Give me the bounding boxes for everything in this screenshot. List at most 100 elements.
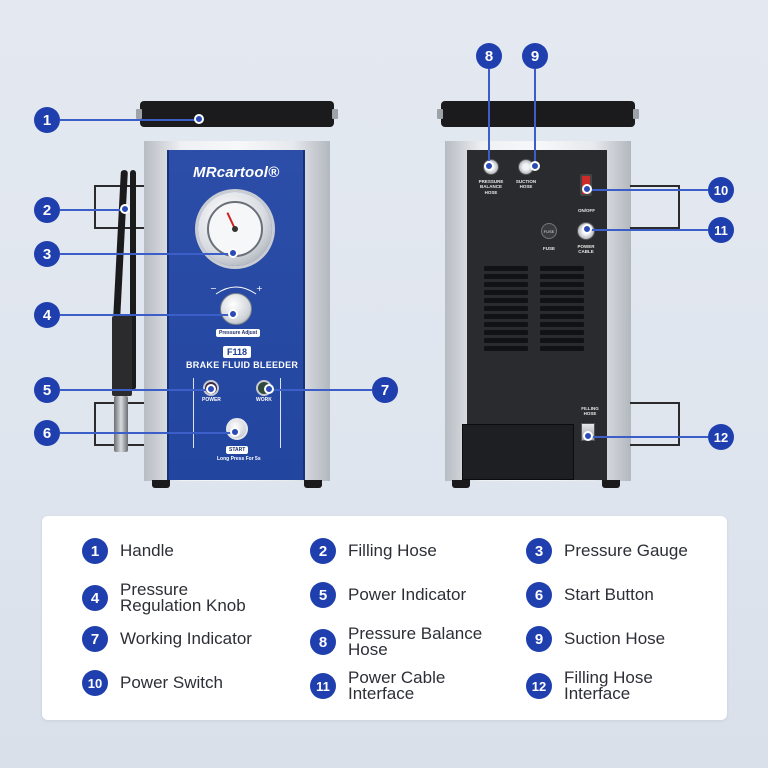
vent-slot <box>540 314 584 319</box>
legend-label: Power Switch <box>120 673 223 692</box>
vent-slot <box>484 282 528 287</box>
leader-2 <box>60 209 124 211</box>
legend-number: 10 <box>82 670 108 696</box>
product-name: BRAKE FLUID BLEEDER <box>186 360 299 370</box>
vent-slot <box>484 290 528 295</box>
leader-7 <box>268 389 372 391</box>
leader-9 <box>534 69 536 161</box>
vent-slot <box>484 306 528 311</box>
legend-number: 1 <box>82 538 108 564</box>
leader-dot-12 <box>583 431 593 441</box>
hose-connector <box>112 316 132 396</box>
legend-number: 4 <box>82 585 108 611</box>
legend-number: 5 <box>310 582 336 608</box>
legend-label: Pressure Gauge <box>564 541 688 560</box>
leader-12 <box>592 436 708 438</box>
legend-label: Power Cable Interface <box>348 668 446 703</box>
vent-slot <box>484 338 528 343</box>
vent-slot <box>484 266 528 271</box>
start-hint: Long Press For 5s <box>217 456 261 462</box>
pressure-balance-label: PRESSURE BALANCE HOSE <box>478 179 504 195</box>
leader-10 <box>588 189 708 191</box>
vent-slot <box>540 290 584 295</box>
rear-foot-right <box>602 480 620 488</box>
vent-slot <box>540 322 584 327</box>
vent-slot <box>540 330 584 335</box>
gauge-hub <box>232 226 238 232</box>
front-foot-left <box>152 480 170 488</box>
callout-10: 10 <box>708 177 734 203</box>
svg-text:−: − <box>210 284 217 293</box>
model-tag: F118 <box>223 346 252 358</box>
legend-item-12: 12 Filling Hose Interface <box>526 668 714 703</box>
indicator-frame <box>193 378 281 448</box>
leader-dot-4 <box>228 309 238 319</box>
callout-2: 2 <box>34 197 60 223</box>
pressure-regulation-knob[interactable] <box>220 293 252 325</box>
legend-number: 2 <box>310 538 336 564</box>
vent-slot <box>540 346 584 351</box>
legend-label: Suction Hose <box>564 629 666 648</box>
fuse-holder: FUSE <box>541 223 557 239</box>
legend-item-5: 5 Power Indicator <box>310 582 498 608</box>
callout-6: 6 <box>34 420 60 446</box>
leader-8 <box>488 69 490 161</box>
power-indicator-label: POWER <box>202 397 221 403</box>
legend-label: Filling Hose <box>348 541 437 560</box>
start-label: START <box>226 446 249 454</box>
callout-12: 12 <box>708 424 734 450</box>
legend-label: Filling Hose Interface <box>564 668 653 703</box>
legend-number: 12 <box>526 673 552 699</box>
legend-label: Pressure Balance Hose <box>348 624 483 659</box>
power-cable-label: POWER CABLE <box>577 244 595 255</box>
leader-dot-6 <box>230 427 240 437</box>
vent-slot <box>484 298 528 303</box>
callout-1: 1 <box>34 107 60 133</box>
legend-number: 11 <box>310 673 336 699</box>
leader-1 <box>60 119 198 121</box>
hose-fitting <box>114 396 128 452</box>
leader-dot-8 <box>484 161 494 171</box>
vent-slot <box>540 338 584 343</box>
leader-dot-11 <box>582 224 592 234</box>
legend-item-10: 10 Power Switch <box>82 670 270 696</box>
legend-number: 3 <box>526 538 552 564</box>
leader-4 <box>60 314 232 316</box>
knob-direction-icon: − + <box>210 284 262 295</box>
svg-text:+: + <box>256 284 262 293</box>
rear-handle-cap-left <box>437 109 443 119</box>
callout-3: 3 <box>34 241 60 267</box>
front-foot-right <box>304 480 322 488</box>
vent-slot <box>484 274 528 279</box>
leader-dot-3 <box>228 248 238 258</box>
pressure-adjust-label: Pressure Adjust <box>216 329 261 337</box>
filling-hose-loop <box>130 170 136 390</box>
rear-lower-box <box>462 424 574 480</box>
callout-8: 8 <box>476 43 502 69</box>
callout-5: 5 <box>34 377 60 403</box>
rear-bracket-bottom <box>630 402 680 446</box>
leader-dot-5 <box>206 384 216 394</box>
leader-3 <box>60 253 232 255</box>
leader-dot-1 <box>194 114 204 124</box>
legend-number: 7 <box>82 626 108 652</box>
working-indicator-label: WORK <box>256 397 272 403</box>
legend-number: 9 <box>526 626 552 652</box>
suction-label: SUCTION HOSE <box>515 179 537 190</box>
vent-slot <box>540 282 584 287</box>
legend-number: 6 <box>526 582 552 608</box>
leader-dot-10 <box>582 184 592 194</box>
vent-slot <box>484 314 528 319</box>
leader-6 <box>60 432 234 434</box>
front-handle-cap-left <box>136 109 142 119</box>
legend-label: Power Indicator <box>348 585 467 604</box>
callout-4: 4 <box>34 302 60 328</box>
leader-dot-2 <box>120 204 130 214</box>
legend-item-3: 3 Pressure Gauge <box>526 538 714 564</box>
callout-11: 11 <box>708 217 734 243</box>
